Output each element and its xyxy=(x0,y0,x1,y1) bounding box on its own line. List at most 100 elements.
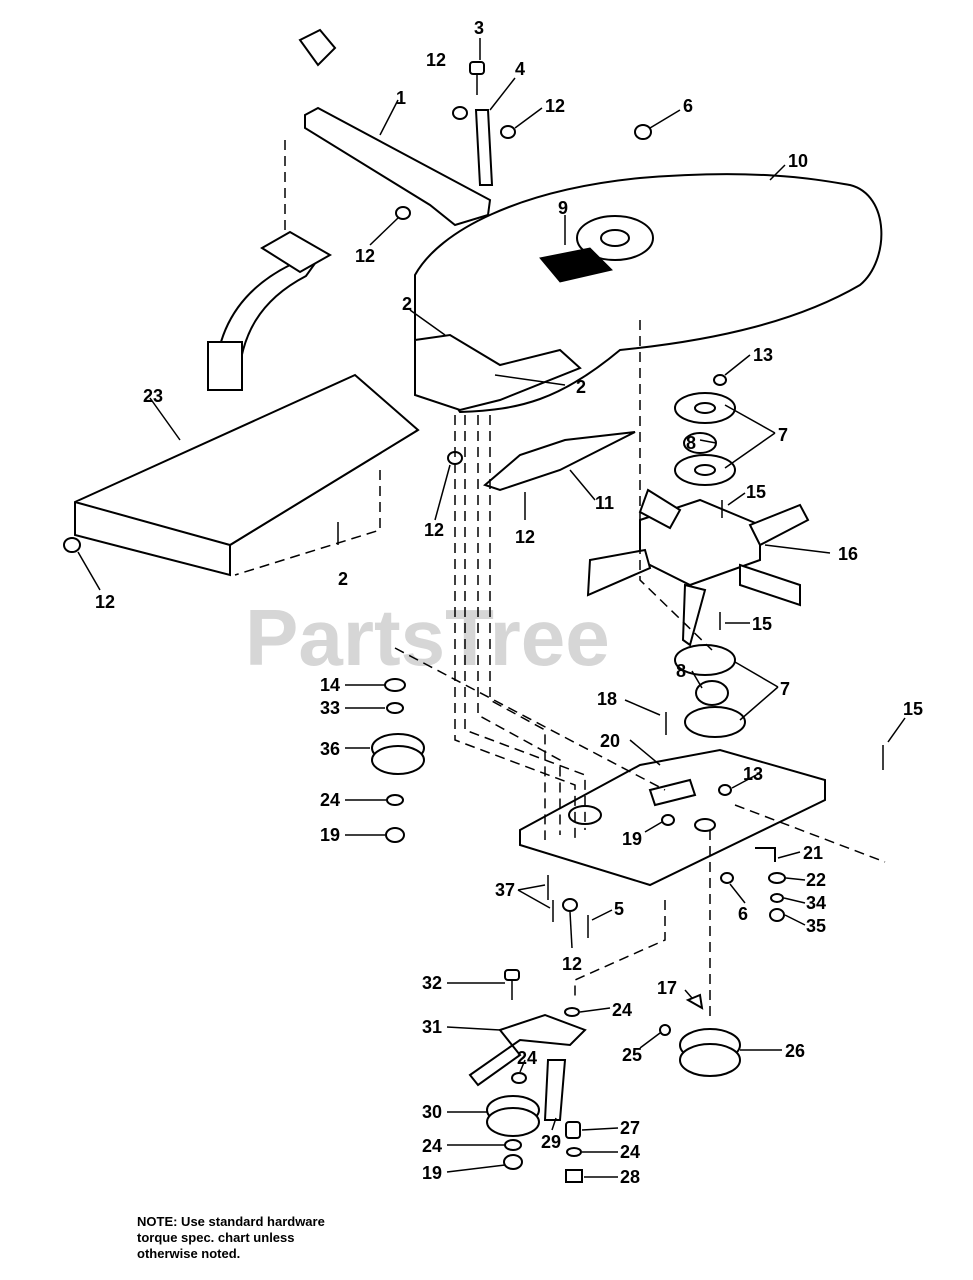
leader-31 xyxy=(446,1026,501,1031)
callout-4: 4 xyxy=(515,59,525,79)
leader-2a xyxy=(409,309,446,336)
shield-bracket-11 xyxy=(483,431,636,492)
leader-37b xyxy=(517,889,551,909)
dash-line-5 xyxy=(489,415,546,840)
callout-2: 2 xyxy=(576,377,586,397)
callout-35: 35 xyxy=(806,916,826,936)
dash-line-8 xyxy=(734,804,886,863)
callout-12: 12 xyxy=(355,246,375,266)
leader-13a xyxy=(724,354,751,376)
pulley-30-rim xyxy=(486,1107,540,1137)
callout-7: 7 xyxy=(780,679,790,699)
callout-13: 13 xyxy=(743,764,763,784)
pulley-36-rim xyxy=(371,745,425,775)
spring-pin-21 xyxy=(755,847,776,862)
nut-13-top xyxy=(713,374,727,386)
leader-15a xyxy=(727,492,746,506)
dash-line-9 xyxy=(574,900,666,1000)
callout-34: 34 xyxy=(806,893,826,913)
callout-6: 6 xyxy=(683,96,693,116)
blower-housing xyxy=(414,173,883,414)
leader-10 xyxy=(769,164,786,181)
assembly-lines xyxy=(234,140,886,1020)
pulley-26-rim xyxy=(679,1043,741,1077)
leader-11 xyxy=(569,469,596,501)
leader-6a xyxy=(649,109,681,129)
leader-15c xyxy=(887,717,906,743)
callout-14: 14 xyxy=(320,675,340,695)
nut-6-top xyxy=(634,124,652,140)
dash-line-7 xyxy=(639,320,713,651)
dash-line-6 xyxy=(394,647,666,791)
leader-4 xyxy=(489,77,516,111)
leader-7a-2 xyxy=(724,432,776,469)
nut-12-mid xyxy=(395,206,411,220)
leader-5 xyxy=(591,909,613,921)
washer-34 xyxy=(770,893,784,903)
callout-12: 12 xyxy=(424,520,444,540)
callout-13: 13 xyxy=(753,345,773,365)
washer-14 xyxy=(384,678,406,692)
callout-23: 23 xyxy=(143,386,163,406)
leader-35 xyxy=(784,914,806,926)
leader-lines xyxy=(77,38,906,1178)
deflector-bracket xyxy=(414,333,582,412)
leader-19b xyxy=(644,821,663,833)
chute-bracket-1 xyxy=(304,106,492,227)
nut-6-base xyxy=(720,872,734,884)
callout-12: 12 xyxy=(515,527,535,547)
handle-grip xyxy=(207,341,243,391)
callout-24: 24 xyxy=(612,1000,632,1020)
leader-2b xyxy=(494,374,566,386)
bearing-lower xyxy=(695,680,729,706)
washer-24-a xyxy=(386,794,404,806)
washer-24-d xyxy=(504,1139,522,1151)
leader-12f xyxy=(77,551,101,591)
callout-8: 8 xyxy=(676,661,686,681)
parts-drawing xyxy=(63,28,884,1183)
callout-19: 19 xyxy=(320,825,340,845)
base-plate-hole-2 xyxy=(694,818,716,832)
hub-flange-lower-3 xyxy=(684,706,746,738)
hub-flange-lower-2 xyxy=(674,644,736,676)
callout-37: 37 xyxy=(495,880,515,900)
callout-3: 3 xyxy=(474,18,484,38)
leader-20 xyxy=(629,739,661,766)
callout-9: 9 xyxy=(558,198,568,218)
callout-12: 12 xyxy=(426,50,446,70)
callout-6: 6 xyxy=(738,904,748,924)
chute-plate-edge xyxy=(74,429,419,547)
leader-12g xyxy=(569,911,573,949)
callout-31: 31 xyxy=(422,1017,442,1037)
impeller-blade-4 xyxy=(739,563,801,607)
callout-27: 27 xyxy=(620,1118,640,1138)
callout-32: 32 xyxy=(422,973,442,993)
leader-25 xyxy=(639,1032,661,1049)
hub-flange-upper-hole xyxy=(694,402,716,414)
leader-24c xyxy=(519,1059,526,1073)
callout-33: 33 xyxy=(320,698,340,718)
leader-37a xyxy=(517,884,546,891)
dash-line-2 xyxy=(454,415,576,840)
leader-18 xyxy=(624,699,661,716)
callout-18: 18 xyxy=(597,689,617,709)
callout-1: 1 xyxy=(396,88,406,108)
callout-26: 26 xyxy=(785,1041,805,1061)
leader-8a xyxy=(699,439,717,444)
callout-29: 29 xyxy=(541,1132,561,1152)
leader-16 xyxy=(764,544,831,554)
callout-17: 17 xyxy=(657,978,677,998)
leader-12c xyxy=(434,464,451,521)
leader-12b xyxy=(514,107,543,129)
leader-8b xyxy=(691,670,703,689)
leader-1 xyxy=(379,99,399,136)
nut-25 xyxy=(659,1024,671,1036)
impeller-blade-1 xyxy=(638,488,682,530)
callout-19: 19 xyxy=(622,829,642,849)
spring-29 xyxy=(543,1059,567,1121)
callout-24: 24 xyxy=(517,1048,537,1068)
housing-hub-center xyxy=(600,229,630,247)
leader-7b-2 xyxy=(739,686,779,721)
